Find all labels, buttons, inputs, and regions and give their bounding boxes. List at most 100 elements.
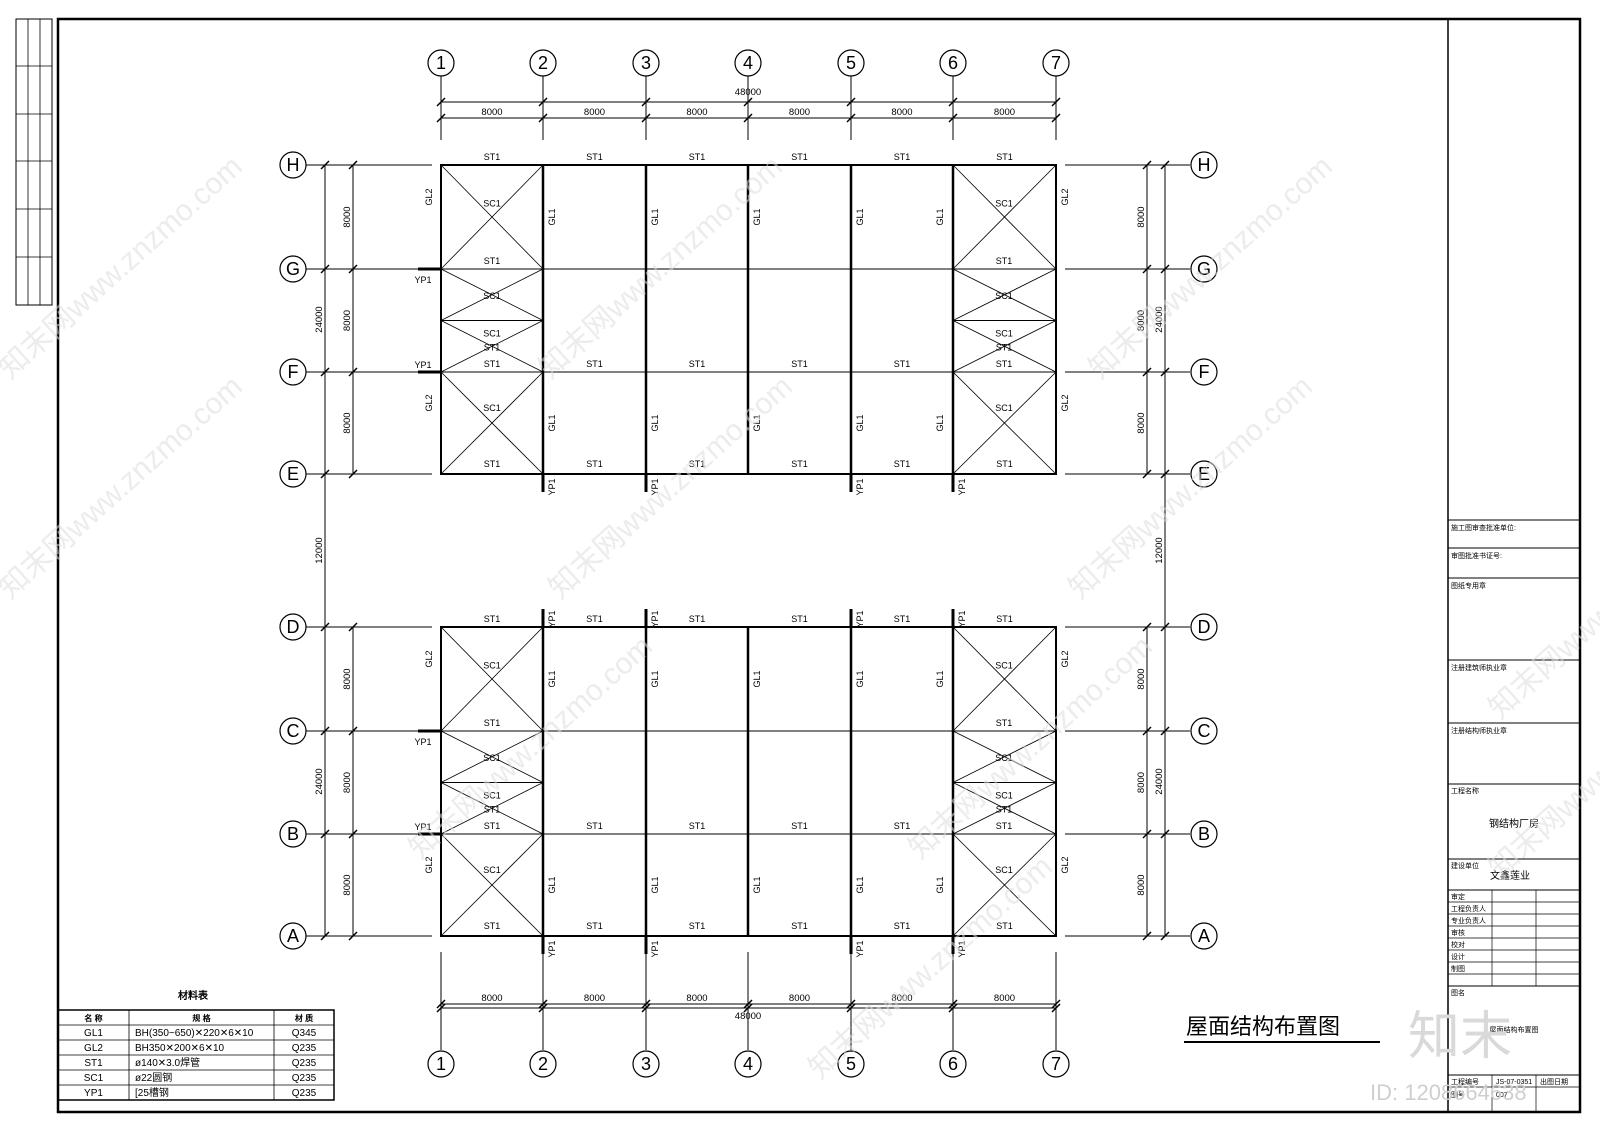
label-st1: ST1 <box>791 921 808 931</box>
material-name: YP1 <box>84 1088 103 1099</box>
dim-left-bay-1-text: 8000 <box>342 310 353 331</box>
dim-left-bay-4-text: 8000 <box>342 772 353 793</box>
dim-tick <box>320 726 330 736</box>
svg-text:5: 5 <box>846 1054 856 1074</box>
label-sc1: SC1 <box>483 199 501 209</box>
dim-left-bay-3-text: 8000 <box>342 668 353 689</box>
label-st1: ST1 <box>894 459 911 469</box>
label-yp1: YP1 <box>414 360 431 370</box>
material-grade: Q235 <box>292 1088 317 1099</box>
label-gl2: GL2 <box>424 650 434 667</box>
dim-tick <box>320 160 330 170</box>
svg-text:6: 6 <box>948 1054 958 1074</box>
dim-tick <box>641 999 651 1009</box>
material-spec: BH(350~650)✕220✕6✕10 <box>135 1028 254 1039</box>
dim-right-gap-text: 12000 <box>1154 537 1165 563</box>
tb-role: 专业负责人 <box>1451 916 1486 925</box>
svg-text:E: E <box>287 464 299 484</box>
dim-bay-x: 8000 <box>584 993 605 1004</box>
material-header: 规 格 <box>192 1013 211 1023</box>
label-gl1: GL1 <box>935 414 945 431</box>
material-header: 材 质 <box>295 1013 313 1023</box>
dim-total-x: 48000 <box>735 87 761 98</box>
dim-tick <box>1142 931 1152 941</box>
dim-tick <box>348 469 358 479</box>
label-st1: ST1 <box>484 359 501 369</box>
axis-bubble-top-5: 5 <box>837 49 865 77</box>
tb-struct-seal: 注册结构师执业章 <box>1451 726 1507 735</box>
material-name: GL2 <box>84 1043 103 1054</box>
axis-bubble-left-B: B <box>279 820 307 848</box>
svg-text:F: F <box>1199 362 1210 382</box>
dim-tick <box>436 1003 446 1013</box>
svg-text:A: A <box>1198 926 1210 946</box>
svg-text:F: F <box>288 362 299 382</box>
dim-tick <box>743 113 753 123</box>
label-gl1: GL1 <box>855 876 865 893</box>
dim-tick <box>320 622 330 632</box>
label-gl1: GL1 <box>935 208 945 225</box>
svg-text:3: 3 <box>641 1054 651 1074</box>
material-name: ST1 <box>84 1058 103 1069</box>
svg-text:H: H <box>1198 155 1211 175</box>
svg-text:B: B <box>1198 824 1210 844</box>
watermark-text: 知末网www.znzmo.com <box>803 850 1059 1085</box>
label-st1: ST1 <box>996 821 1013 831</box>
label-sc1: SC1 <box>995 790 1013 800</box>
dim-bay-x: 8000 <box>994 993 1015 1004</box>
dim-bay-x: 8000 <box>686 993 707 1004</box>
tb-client-label: 建设单位 <box>1451 861 1479 870</box>
label-gl1: GL1 <box>547 414 557 431</box>
label-yp1: YP1 <box>855 940 865 957</box>
tb-arch-seal: 注册建筑师执业章 <box>1451 663 1507 672</box>
dim-tick <box>320 931 330 941</box>
svg-text:4: 4 <box>743 1054 753 1074</box>
label-sc1: SC1 <box>995 291 1013 301</box>
dim-tick <box>538 113 548 123</box>
svg-text:D: D <box>1198 617 1211 637</box>
dim-tick <box>1142 367 1152 377</box>
axis-bubble-right-H: H <box>1190 151 1218 179</box>
tb-project-label: 工程名称 <box>1451 786 1479 795</box>
dim-bay-x: 8000 <box>994 107 1015 118</box>
dim-tick <box>1142 160 1152 170</box>
dim-bay-x: 8000 <box>891 107 912 118</box>
label-sc1: SC1 <box>995 403 1013 413</box>
svg-text:1: 1 <box>436 53 446 73</box>
material-name: GL1 <box>84 1028 103 1039</box>
label-st1: ST1 <box>791 359 808 369</box>
svg-text:C: C <box>287 721 300 741</box>
dim-bay-x: 8000 <box>481 993 502 1004</box>
dim-tick <box>1051 97 1061 107</box>
label-gl1: GL1 <box>547 208 557 225</box>
axis-bubble-right-E: E <box>1190 460 1218 488</box>
binding-strip <box>15 18 53 306</box>
label-yp1: YP1 <box>547 610 557 627</box>
svg-text:H: H <box>287 155 300 175</box>
dim-left-total-top-text: 24000 <box>314 306 325 332</box>
label-gl1: GL1 <box>650 208 660 225</box>
svg-text:6: 6 <box>948 53 958 73</box>
label-st1: ST1 <box>996 614 1013 624</box>
dim-total-x: 48000 <box>735 1011 761 1022</box>
label-st1: ST1 <box>586 459 603 469</box>
dim-tick <box>1142 264 1152 274</box>
axis-bubble-top-7: 7 <box>1042 49 1070 77</box>
dim-tick <box>1051 1003 1061 1013</box>
axis-bubble-top-2: 2 <box>529 49 557 77</box>
label-sc1: SC1 <box>483 865 501 875</box>
label-st1: ST1 <box>996 152 1013 162</box>
dim-tick <box>846 1003 856 1013</box>
label-st1: ST1 <box>996 359 1013 369</box>
label-sc1: SC1 <box>995 753 1013 763</box>
dim-bay-x: 8000 <box>789 107 810 118</box>
dim-tick <box>538 97 548 107</box>
label-st1: ST1 <box>791 459 808 469</box>
dim-right-bay-3-text: 8000 <box>1136 668 1147 689</box>
dim-tick <box>436 113 446 123</box>
dim-tick <box>948 999 958 1009</box>
svg-text:D: D <box>287 617 300 637</box>
dim-tick <box>348 829 358 839</box>
